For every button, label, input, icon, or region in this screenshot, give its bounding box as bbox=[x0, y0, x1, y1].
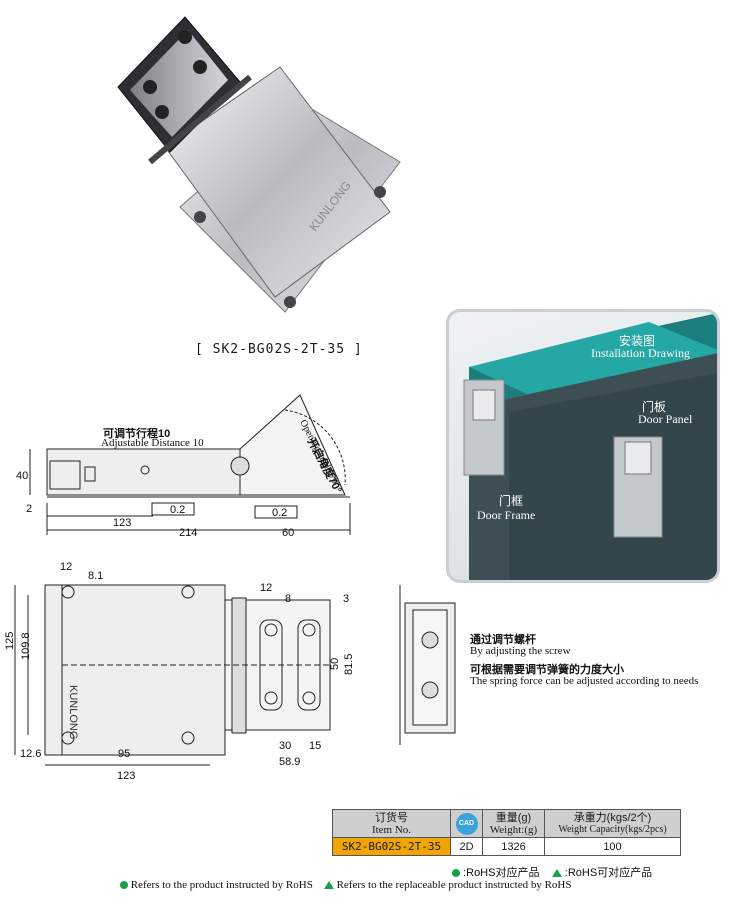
dim-58-9: 58.9 bbox=[279, 756, 301, 768]
adjust-distance-en: Adjustable Distance 10 bbox=[101, 437, 204, 449]
legend-rohs-en: Refers to the product instructed by RoHS bbox=[130, 879, 313, 891]
header-item-zh: 订货号 bbox=[375, 811, 408, 824]
header-cad: CAD bbox=[450, 809, 483, 838]
legend-en-row: Refers to the product instructed by RoHS… bbox=[120, 879, 572, 891]
cell-weight: 1326 bbox=[482, 837, 545, 856]
header-weight-en: Weight:(g) bbox=[489, 823, 538, 836]
screw-note-en: By adjusting the screw bbox=[470, 645, 571, 657]
dim-width-214: 214 bbox=[179, 527, 198, 539]
header-capacity-en: Weight Capacity(kgs/2pcs) bbox=[558, 823, 667, 835]
dim-width-60: 60 bbox=[282, 527, 295, 539]
dim-125: 125 bbox=[4, 631, 16, 650]
tolerance-1: 0.2 bbox=[170, 504, 186, 516]
dim-8-1: 8.1 bbox=[88, 570, 104, 582]
cad-icon: CAD bbox=[455, 812, 478, 835]
header-capacity: 承重力(kgs/2个) Weight Capacity(kgs/2pcs) bbox=[544, 809, 681, 838]
dim-12b: 12 bbox=[260, 582, 273, 594]
install-title-zh: 安装图 bbox=[619, 334, 656, 348]
table-row: SK2-BG02S-2T-35 2D 1326 100 bbox=[332, 837, 681, 856]
legend-zh-row: :RoHS对应产品 :RoHS可对应产品 bbox=[452, 864, 652, 880]
rohs-triangle-icon bbox=[551, 869, 562, 878]
dim-30: 30 bbox=[279, 740, 292, 752]
front-view-drawing bbox=[399, 585, 456, 745]
header-capacity-zh: 承重力(kgs/2个) bbox=[573, 811, 652, 824]
spring-note-en: The spring force can be adjusted accordi… bbox=[470, 675, 699, 687]
tolerance-2: 0.2 bbox=[272, 507, 288, 519]
legend-rohs-repl-zh: :RoHS可对应产品 bbox=[564, 867, 653, 879]
rohs-dot-icon bbox=[452, 869, 460, 878]
install-title-en: Installation Drawing bbox=[591, 346, 690, 360]
cell-item-no: SK2-BG02S-2T-35 bbox=[332, 837, 451, 856]
adjust-distance-zh: 可调节行程10 bbox=[103, 428, 171, 440]
dim-109-8: 109.8 bbox=[20, 632, 32, 660]
dim-95: 95 bbox=[118, 748, 131, 760]
dim-81-5: 81.5 bbox=[343, 653, 355, 675]
installation-drawing-panel: 安装图 Installation Drawing 门板 Door Panel 门… bbox=[446, 309, 720, 583]
header-item-no: 订货号 Item No. bbox=[332, 809, 451, 838]
dim-width-123: 123 bbox=[113, 517, 132, 529]
cell-capacity: 100 bbox=[544, 837, 681, 856]
dim-12-6: 12.6 bbox=[20, 748, 42, 760]
drawing-brand-mark: KUNLONG bbox=[67, 685, 79, 739]
header-weight-zh: 重量(g) bbox=[495, 811, 532, 824]
dim-height-40: 40 bbox=[16, 470, 29, 482]
side-view-drawing bbox=[29, 394, 351, 535]
header-item-en: Item No. bbox=[371, 823, 412, 836]
dim-123-bottom: 123 bbox=[117, 770, 136, 782]
dim-15: 15 bbox=[309, 740, 322, 752]
product-photo: KUNLONG bbox=[117, 16, 401, 313]
spec-table: 订货号 Item No. CAD 重量(g) Weight:(g) 承重力(kg… bbox=[332, 809, 681, 856]
screw-note-zh: 通过调节螺杆 bbox=[470, 634, 536, 646]
door-frame-en: Door Frame bbox=[477, 508, 536, 522]
cell-cad: 2D bbox=[450, 837, 483, 856]
door-frame-zh: 门框 bbox=[499, 494, 524, 508]
table-header-row: 订货号 Item No. CAD 重量(g) Weight:(g) 承重力(kg… bbox=[332, 809, 681, 838]
spring-note-zh: 可根据需要调节弹簧的力度大小 bbox=[470, 664, 624, 676]
dim-offset-2: 2 bbox=[26, 503, 33, 515]
product-code-caption: [ SK2-BG02S-2T-35 ] bbox=[195, 342, 363, 357]
top-view-drawing: KUNLONG bbox=[14, 584, 331, 766]
legend-rohs-repl-en: Refers to the replaceable product instru… bbox=[336, 879, 572, 891]
dim-12a: 12 bbox=[60, 561, 73, 573]
legend-rohs-zh: :RoHS对应产品 bbox=[463, 867, 540, 879]
dim-8: 8 bbox=[285, 593, 292, 605]
dim-3: 3 bbox=[343, 593, 350, 605]
rohs-dot-icon-en bbox=[120, 881, 128, 890]
door-panel-en: Door Panel bbox=[638, 412, 693, 426]
header-weight: 重量(g) Weight:(g) bbox=[482, 809, 545, 838]
rohs-triangle-icon-en bbox=[323, 881, 334, 890]
installation-illustration bbox=[463, 313, 717, 580]
dim-50: 50 bbox=[329, 657, 341, 670]
door-panel-zh: 门板 bbox=[642, 400, 667, 414]
